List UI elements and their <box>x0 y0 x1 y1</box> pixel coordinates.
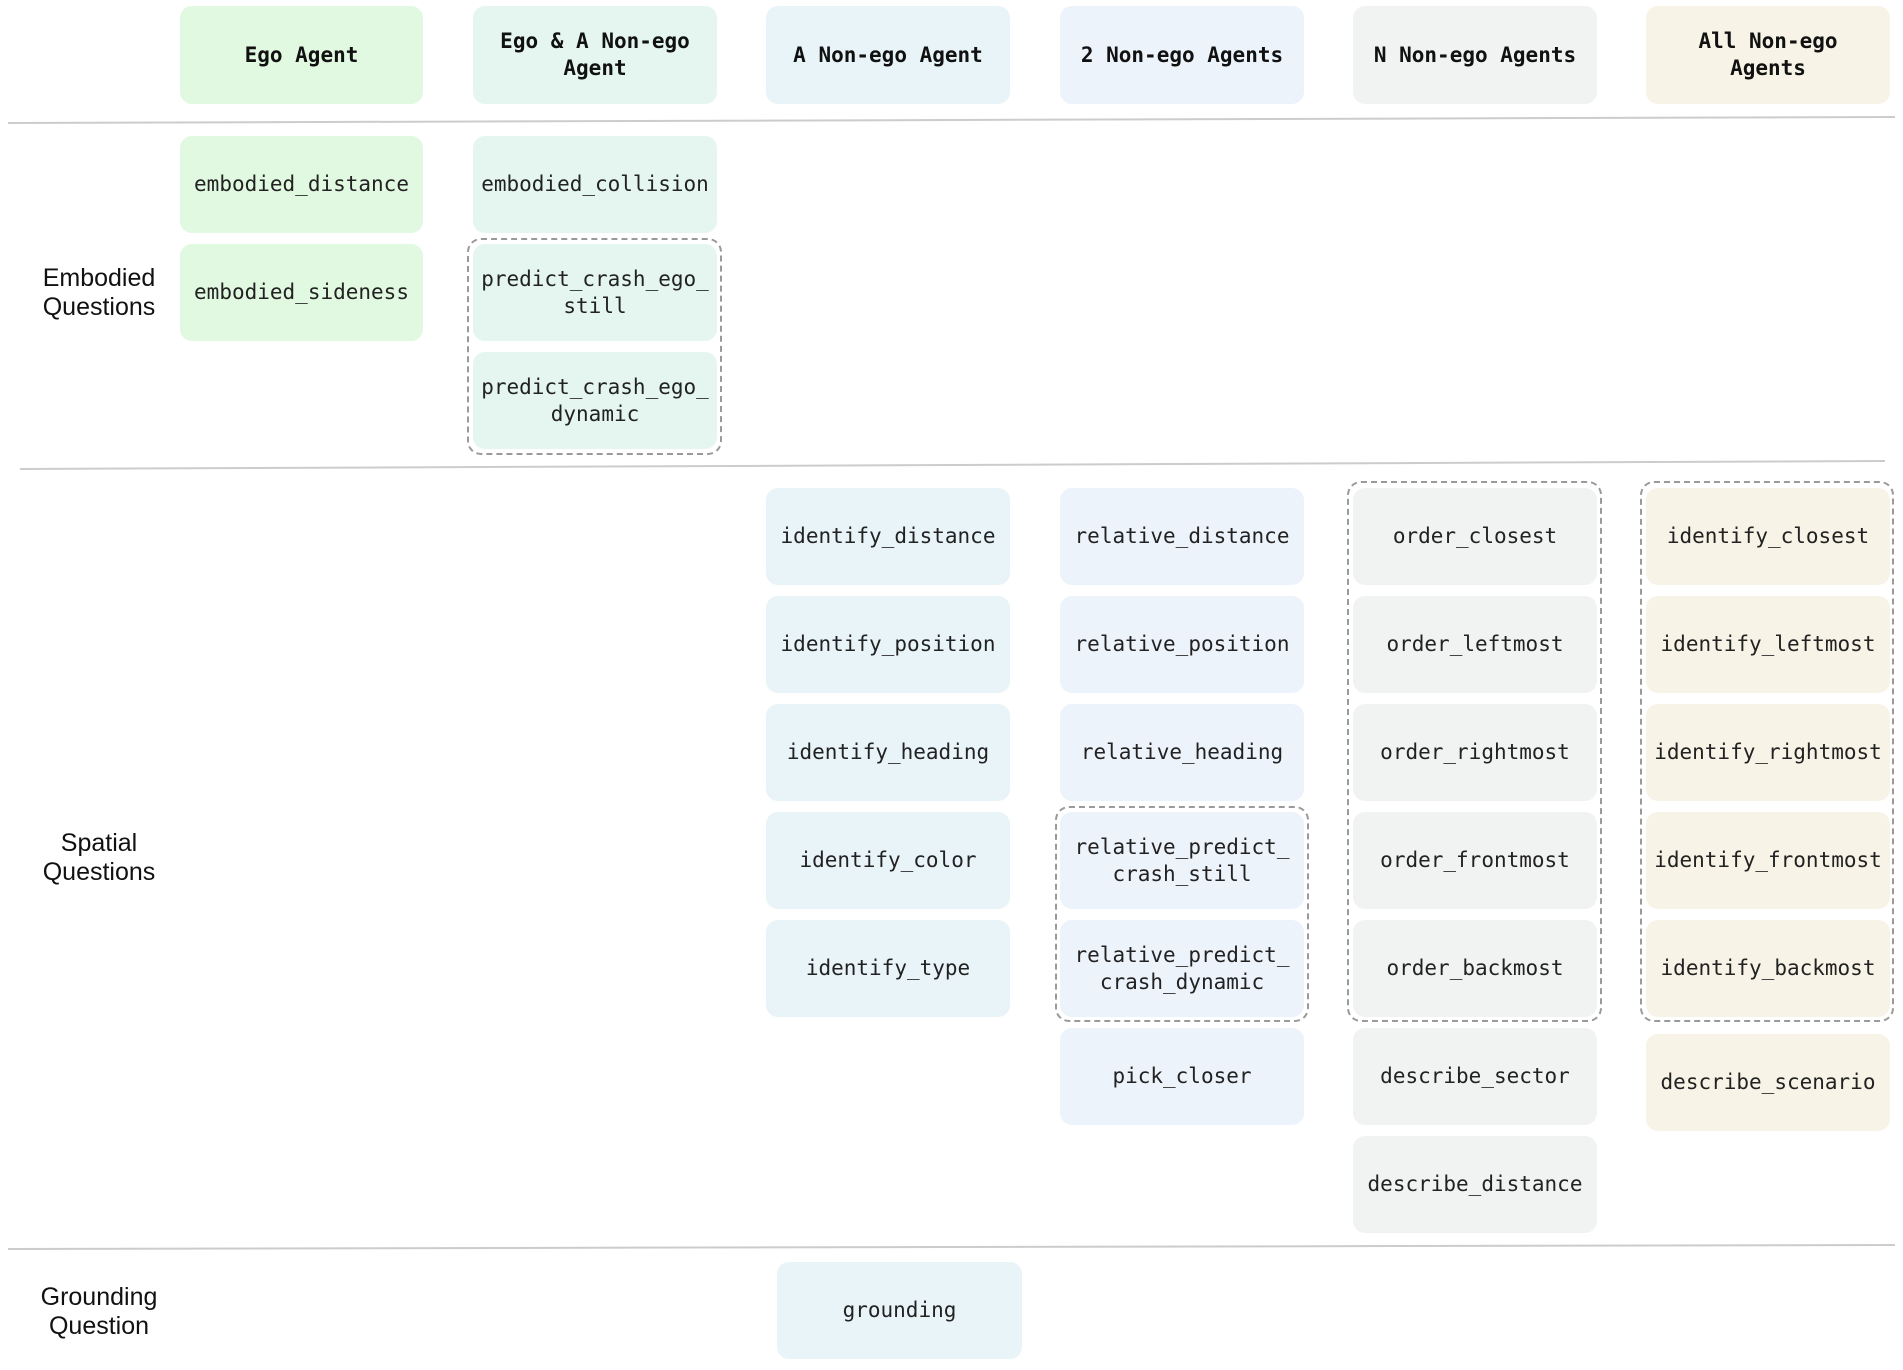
header-one-non-ego-agent: A Non-ego Agent <box>766 6 1010 104</box>
task-embodied-collision: embodied_collision <box>473 136 717 233</box>
group-identify-extremes <box>1640 481 1894 1022</box>
task-describe-sector: describe_sector <box>1353 1028 1597 1125</box>
group-relative-predict-crash <box>1055 806 1309 1022</box>
divider-header <box>7 116 1896 124</box>
task-identify-leftmost: identify_leftmost <box>1646 596 1890 693</box>
task-order-leftmost: order_leftmost <box>1353 596 1597 693</box>
task-identify-distance: identify_distance <box>766 488 1010 585</box>
task-relative-predict-crash-still: relative_predict_ crash_still <box>1060 812 1304 909</box>
header-all-non-ego-agents: All Non-ego Agents <box>1646 6 1890 104</box>
group-order-items <box>1347 481 1602 1022</box>
task-order-backmost: order_backmost <box>1353 920 1597 1017</box>
task-identify-heading: identify_heading <box>766 704 1010 801</box>
divider-spatial-grounding <box>7 1244 1896 1250</box>
header-ego-and-non-ego-agent: Ego & A Non-ego Agent <box>473 6 717 104</box>
task-predict-crash-ego-dynamic: predict_crash_ego_ dynamic <box>473 352 717 449</box>
header-ego-agent: Ego Agent <box>180 6 423 104</box>
task-embodied-distance: embodied_distance <box>180 136 423 233</box>
row-label-grounding: Grounding Question <box>40 1283 158 1340</box>
task-pick-closer: pick_closer <box>1060 1028 1304 1125</box>
task-identify-closest: identify_closest <box>1646 488 1890 585</box>
header-two-non-ego-agents: 2 Non-ego Agents <box>1060 6 1304 104</box>
task-identify-backmost: identify_backmost <box>1646 920 1890 1017</box>
task-relative-heading: relative_heading <box>1060 704 1304 801</box>
task-identify-rightmost: identify_rightmost <box>1646 704 1890 801</box>
task-describe-distance: describe_distance <box>1353 1136 1597 1233</box>
task-identify-position: identify_position <box>766 596 1010 693</box>
group-predict-crash-ego <box>467 238 722 455</box>
task-predict-crash-ego-still: predict_crash_ego_ still <box>473 244 717 341</box>
task-identify-type: identify_type <box>766 920 1010 1017</box>
task-embodied-sideness: embodied_sideness <box>180 244 423 341</box>
task-grounding: grounding <box>777 1262 1022 1359</box>
task-relative-distance: relative_distance <box>1060 488 1304 585</box>
task-describe-scenario: describe_scenario <box>1646 1034 1890 1131</box>
header-n-non-ego-agents: N Non-ego Agents <box>1353 6 1597 104</box>
task-identify-color: identify_color <box>766 812 1010 909</box>
task-order-frontmost: order_frontmost <box>1353 812 1597 909</box>
row-label-spatial: Spatial Questions <box>42 829 156 886</box>
task-relative-position: relative_position <box>1060 596 1304 693</box>
task-identify-frontmost: identify_frontmost <box>1646 812 1890 909</box>
task-order-rightmost: order_rightmost <box>1353 704 1597 801</box>
task-relative-predict-crash-dynamic: relative_predict_ crash_dynamic <box>1060 920 1304 1017</box>
divider-embodied-spatial <box>19 460 1886 470</box>
task-order-closest: order_closest <box>1353 488 1597 585</box>
row-label-embodied: Embodied Questions <box>42 264 156 321</box>
